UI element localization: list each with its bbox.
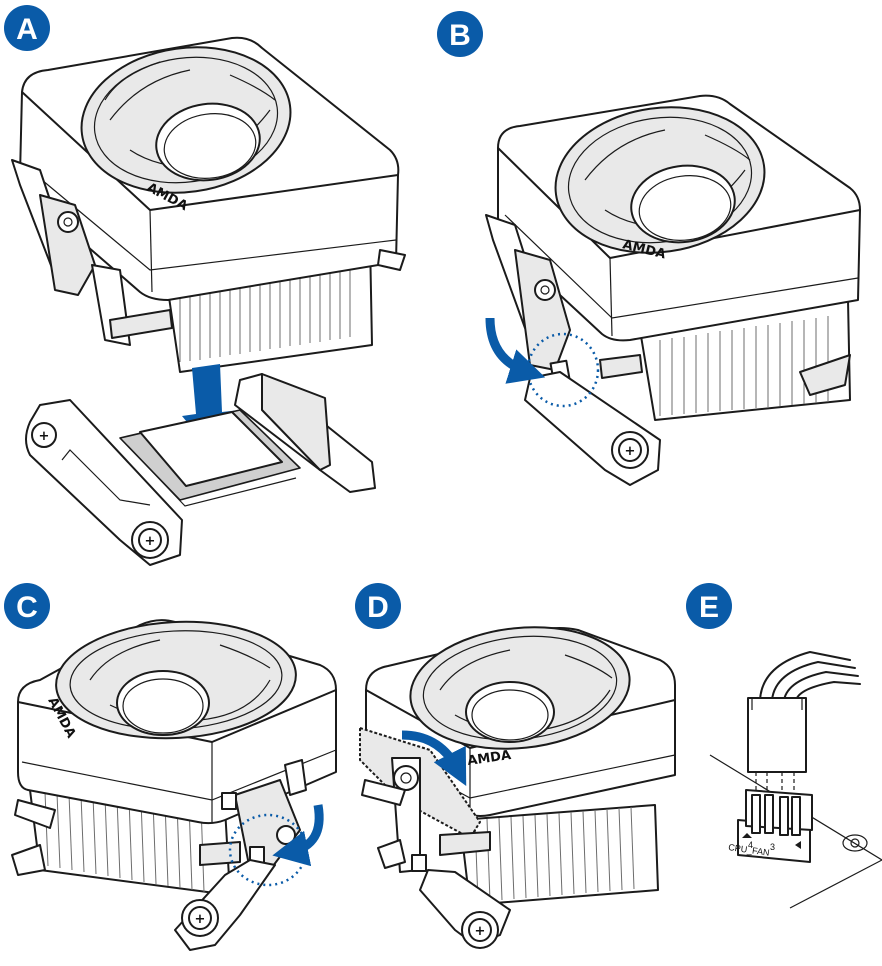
step-c-badge <box>4 583 50 629</box>
retention-bracket-right <box>234 373 376 493</box>
rotate-arrow-c <box>272 804 324 867</box>
rotate-arrow-b <box>485 317 546 384</box>
svg-text:+: + <box>195 912 206 927</box>
step-d-panel: D AMDA <box>355 583 676 949</box>
amd-logo-d: AMDA <box>466 748 512 769</box>
step-d-label: D <box>367 591 389 624</box>
step-a-panel: A <box>4 5 406 566</box>
cooler-a: AMDA <box>11 36 406 373</box>
cooler-c: AMDA + <box>11 619 337 951</box>
step-e-panel: E 4 3 CP <box>686 583 882 909</box>
step-d-badge <box>355 583 401 629</box>
highlight-circle-b <box>526 332 600 408</box>
step-c-panel: C AMDA <box>4 583 337 951</box>
step-b-badge <box>437 11 483 57</box>
step-b-label: B <box>449 19 471 52</box>
svg-text:+: + <box>39 429 50 444</box>
svg-text:+: + <box>145 534 156 549</box>
step-a-label: A <box>16 13 38 46</box>
cooler-b: AMDA + <box>485 94 861 486</box>
pin-mark-3: 3 <box>770 842 775 852</box>
fan-connector-diagram: 4 3 CPU_FAN <box>709 651 882 909</box>
step-b-panel: B AMDA <box>437 11 861 486</box>
svg-text:+: + <box>475 924 486 939</box>
pin-mark-4: 4 <box>748 840 753 850</box>
cpu-chip <box>119 409 301 507</box>
cooler-d: AMDA + <box>359 626 676 949</box>
step-e-badge <box>686 583 732 629</box>
step-a-badge <box>4 5 50 51</box>
rotate-arrow-d <box>401 730 467 787</box>
step-c-label: C <box>16 591 38 624</box>
svg-text:+: + <box>625 444 636 459</box>
retention-bracket-left: + + <box>25 399 183 566</box>
step-e-label: E <box>699 591 719 624</box>
